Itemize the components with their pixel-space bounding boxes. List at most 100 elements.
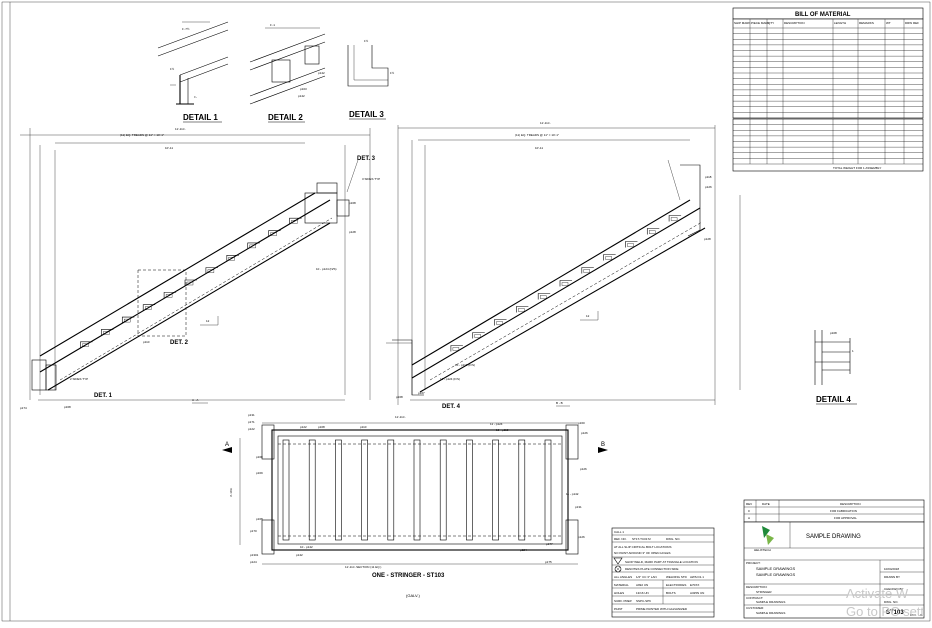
svg-text:3'-10¼: 3'-10¼ bbox=[229, 487, 233, 497]
svg-text:p103: p103 bbox=[300, 87, 307, 91]
company-name: HELIXTECH bbox=[754, 548, 771, 552]
svg-text:p128: p128 bbox=[349, 230, 356, 234]
svg-text:1½: 1½ bbox=[390, 71, 395, 75]
tread-angle bbox=[494, 319, 507, 326]
svg-text:p131: p131 bbox=[575, 505, 582, 509]
stringer-plan-view: 3'-10¼ 11'-11¾ 11'-11¾ SECTION (11 EQ.) … bbox=[222, 413, 608, 598]
customer-label: CUSTOMER: bbox=[746, 606, 764, 610]
section-b-arrow bbox=[598, 447, 608, 453]
tread-clip bbox=[82, 343, 89, 347]
section-b-b-label: B - B bbox=[556, 401, 563, 405]
plan-tread bbox=[387, 439, 395, 541]
tread-clip bbox=[103, 331, 110, 335]
treads-dim-right: (11) EQ. TREADS @ 11" = 10'-1" bbox=[515, 133, 559, 137]
treads-dim-left: (11) EQ. TREADS @ 11" = 10'-1" bbox=[120, 133, 164, 137]
tread-angle bbox=[472, 332, 485, 339]
rev-row-0-id: 0 bbox=[748, 509, 750, 513]
svg-text:p142: p142 bbox=[298, 94, 305, 98]
tread-angle bbox=[581, 267, 594, 274]
svg-text:1½: 1½ bbox=[364, 39, 369, 43]
note-no-paint: NO PAINT AROUND 3" OF OPEN HOLES bbox=[614, 551, 670, 555]
svg-text:¾: ¾ bbox=[194, 95, 197, 99]
all-angles-value: 1/2" CC 3" LAN bbox=[636, 575, 657, 579]
section-a-a-label: A - A bbox=[192, 398, 198, 402]
svg-text:12: 12 bbox=[206, 319, 210, 323]
date-value: 10/04/2018 bbox=[884, 567, 899, 571]
bom-header-4: LENGTH bbox=[834, 21, 846, 25]
svg-text:11 - p124 (F/S): 11 - p124 (F/S) bbox=[440, 377, 460, 381]
plan-tread bbox=[466, 439, 473, 541]
drawing-title: SAMPLE DRAWING bbox=[806, 534, 861, 540]
electrodes-label: ELECTRODES bbox=[666, 583, 686, 587]
bom-header-7: DRW REF bbox=[905, 21, 919, 25]
elevation-a-a: DET. 3 3 SIDES TYP 2 SIDES TYP DET. 2 DE… bbox=[20, 127, 380, 410]
plan-tread bbox=[361, 439, 368, 541]
svg-text:p1301: p1301 bbox=[250, 553, 259, 557]
detail-2-view: 1'-1 p142 p103 p142 DETAIL 2 bbox=[249, 23, 326, 123]
customer-value: SAMPLE DRAWINGS bbox=[756, 611, 785, 615]
svg-text:10 - p110 (F/S): 10 - p110 (F/S) bbox=[455, 363, 475, 367]
activation-watermark-line-2: Go to PC sett bbox=[846, 604, 924, 619]
contract-value: SAMPLE DRAWINGS bbox=[756, 600, 785, 604]
plan-tread bbox=[335, 439, 342, 541]
three-sides-note: 3 SIDES TYP bbox=[362, 177, 380, 181]
svg-text:1'-7½: 1'-7½ bbox=[182, 27, 190, 31]
material-value: A992 UN bbox=[636, 583, 648, 587]
detail-4-view: p108 1 DETAIL 4 bbox=[814, 330, 857, 405]
tread-angle bbox=[205, 267, 218, 274]
svg-text:p142: p142 bbox=[296, 553, 303, 557]
electrodes-value: E70XX bbox=[690, 583, 699, 587]
shop-weld-triangle-icon bbox=[613, 557, 623, 565]
bom-title: BILL OF MATERIAL bbox=[795, 12, 851, 18]
svg-text:11'-11¾: 11'-11¾ bbox=[395, 415, 406, 419]
tread-clip bbox=[270, 232, 277, 236]
tread-clip bbox=[228, 257, 235, 261]
tread-clip bbox=[291, 220, 298, 224]
det-2-callout: DET. 2 bbox=[170, 340, 189, 346]
paint-label: PAINT bbox=[614, 607, 623, 611]
rev-row-1-desc: FOR APPROVAL bbox=[834, 516, 857, 520]
tread-angle bbox=[226, 254, 239, 262]
tread-angle bbox=[121, 316, 135, 324]
tread-clip bbox=[124, 318, 131, 323]
section-b-marker: B bbox=[601, 442, 605, 448]
tread-angle bbox=[163, 292, 177, 299]
title-block: HELIXTECH SAMPLE DRAWING PROJECT: SAMPLE… bbox=[743, 521, 925, 619]
ref-no-label: REF. NO. bbox=[614, 537, 627, 541]
svg-text:p110: p110 bbox=[360, 425, 367, 429]
tread-angle bbox=[142, 304, 156, 311]
svg-text:p124: p124 bbox=[250, 560, 257, 564]
sheet-no-label: DWG. NO. bbox=[884, 600, 898, 604]
svg-text:1: 1 bbox=[852, 349, 854, 353]
tread-clip bbox=[583, 269, 590, 273]
detail-3-view: 1½ 1½ DETAIL 3 bbox=[347, 39, 395, 120]
drawn-by-label: DRAWN BY bbox=[884, 575, 900, 579]
svg-text:10'-11: 10'-11 bbox=[535, 146, 543, 150]
bom-header-5: REMARKS bbox=[859, 21, 874, 25]
rev-label: REV. bbox=[910, 613, 917, 617]
ref-no-value: ST1T-TC0172 bbox=[632, 537, 651, 541]
bom-header-1: PIECE MARK bbox=[751, 21, 770, 25]
svg-text:p124: p124 bbox=[520, 548, 527, 552]
svg-text:p160: p160 bbox=[578, 421, 585, 425]
det-1-callout: DET. 1 bbox=[94, 393, 113, 399]
svg-text:p108: p108 bbox=[830, 331, 837, 335]
rev-row-1-id: A bbox=[748, 516, 750, 520]
tread-angle bbox=[603, 254, 616, 261]
bom-header-0: SHIP MARK bbox=[734, 21, 750, 25]
bom-header-2: QTY bbox=[768, 21, 774, 25]
svg-text:1½: 1½ bbox=[170, 67, 175, 71]
section-a-arrow bbox=[222, 447, 232, 453]
tread-clip bbox=[605, 256, 612, 260]
tread-angle bbox=[668, 215, 682, 222]
welding-std-label: WELDING STD bbox=[666, 575, 688, 579]
detail-1-label: DETAIL 1 bbox=[183, 113, 218, 122]
svg-text:p177: p177 bbox=[546, 542, 553, 546]
det-4-callout: DET. 4 bbox=[442, 404, 461, 410]
bolts-value: A325N UN bbox=[690, 591, 704, 595]
tread-angle bbox=[247, 242, 260, 249]
svg-text:10'-11: 10'-11 bbox=[165, 146, 173, 150]
svg-text:p126: p126 bbox=[581, 431, 588, 435]
